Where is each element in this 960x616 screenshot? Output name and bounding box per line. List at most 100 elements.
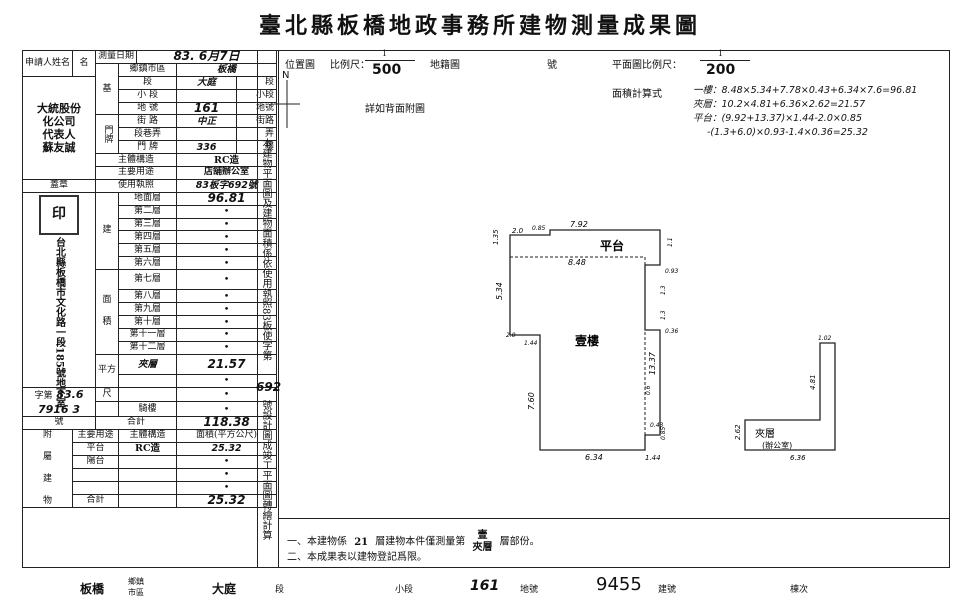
dim-tl2: 0.85 xyxy=(532,225,546,232)
base-label: 基 xyxy=(95,62,120,116)
street-value: 中正 xyxy=(176,114,238,129)
applicant-name-line: 大統股份 xyxy=(37,101,81,115)
note-1-floor-1: 壹 xyxy=(477,530,488,541)
floor-plan-scale-num: 1 xyxy=(718,49,724,58)
applicant-name-line: 代表人 xyxy=(42,127,76,141)
location-scale-line xyxy=(365,60,415,61)
application-word-label: 字第 xyxy=(34,390,53,401)
address-cell: 印 台北縣板橋市文化路一段185號地下室 xyxy=(21,191,97,408)
building-info-table: 申請人姓名 名 測量日期 83. 6月7日 基 鄉鎮市區 板橋 大統股份 化公司… xyxy=(21,50,278,508)
dim-tl: 2.0 xyxy=(512,227,524,235)
appendix-use: 陽台 xyxy=(72,454,120,469)
door-no-value: 336 xyxy=(176,140,238,155)
middle-column-text-2: 號設計圖成竣工平面圖轉繪計算 xyxy=(260,400,271,540)
floor-label: 第四層 xyxy=(118,230,178,245)
notes-divider xyxy=(278,518,950,519)
floor-label xyxy=(118,373,178,388)
application-mid: 3 xyxy=(72,402,81,416)
section-label: 段 xyxy=(118,75,178,90)
dim-mz-right: 4.81 xyxy=(809,374,817,390)
floor-plan-drawing: 平台 壹樓 7.92 8.48 2.0 0.85 1.35 5.34 2.0 1… xyxy=(492,220,836,462)
floor-label: 第五層 xyxy=(118,243,178,258)
applicant-seal: 印 xyxy=(39,194,79,235)
floor-label: 第六層 xyxy=(118,256,178,271)
appendix-total-structure xyxy=(118,493,178,508)
ground-floor-area: 96.81 xyxy=(176,191,278,206)
floor-plan-scale-line xyxy=(700,60,750,61)
appendix-structure xyxy=(118,480,178,495)
footer-building-no: 9455 xyxy=(596,574,642,595)
note-1-b: 層建物本件僅測量第 xyxy=(375,536,466,548)
sqm-label: 平方 xyxy=(95,353,120,388)
north-label: N xyxy=(282,70,290,81)
location-scale-value: 500 xyxy=(372,62,402,78)
see-back-note: 詳如背面附圖 xyxy=(365,104,425,115)
application-word-no: 7916 xyxy=(37,402,69,416)
dim-r8: 0.43 xyxy=(650,422,664,429)
appendix-total-area: 25.32 xyxy=(176,493,278,508)
appendix-use: 平台 xyxy=(72,441,120,456)
column-divider xyxy=(278,50,279,568)
meter-label-2 xyxy=(95,401,120,417)
first-floor-outline xyxy=(509,229,661,451)
dim-r1: 0.93 xyxy=(665,268,679,275)
north-arrow-icon xyxy=(274,80,300,128)
area-calc-line: 一樓：8.48×5.34+7.78×0.43+6.34×7.6=96.81 xyxy=(693,85,918,96)
cadastral-no-label: 號 xyxy=(547,60,557,71)
applicant-name-value: 大統股份 化公司 代表人 蘇友誠 xyxy=(21,75,97,180)
dim-r7: 2.0 xyxy=(506,332,516,339)
appendix-header-use: 主要用途 xyxy=(72,428,120,443)
dim-r3: 1.3 xyxy=(660,310,667,320)
door-label: 門牌 xyxy=(95,114,120,155)
dim-top: 7.92 xyxy=(570,220,588,229)
application-no: 字第 83.6 7916 3 xyxy=(21,386,97,417)
land-no-value: 161 xyxy=(176,101,238,116)
street-label: 街 路 xyxy=(118,114,178,129)
area-calc-line: -(1.3+6.0)×0.93-1.4×0.36=25.32 xyxy=(707,127,868,138)
location-scale-num: 1 xyxy=(382,49,388,58)
area-calc-line: 平台：(9.92+13.37)×1.44-2.0×0.85 xyxy=(693,113,862,124)
floor-label: 第三層 xyxy=(118,217,178,232)
floor-label: 第十一層 xyxy=(118,327,178,342)
appendix-structure xyxy=(118,454,178,469)
appendix-total-label: 合計 xyxy=(72,493,120,508)
footer-land-no: 161 xyxy=(470,578,500,594)
floor-plan-scale-label: 平面圖比例尺： xyxy=(612,60,682,71)
mezzanine-label: 夾層 xyxy=(755,428,775,440)
floor-label: 第七層 xyxy=(118,269,178,291)
floor-label-mezzanine: 夾層 xyxy=(118,353,178,375)
floor-label: 第十二層 xyxy=(118,340,178,355)
lane-label: 段巷弄 xyxy=(118,127,178,142)
floor-label: 地面層 xyxy=(118,191,178,206)
footer-township-label-1: 鄉鎮 xyxy=(128,577,144,586)
appendix-structure: RC造 xyxy=(118,441,178,456)
township-label: 鄉鎮市區 xyxy=(118,62,178,77)
application-no-label: 號 xyxy=(21,415,97,430)
mezzanine-outline xyxy=(744,342,836,451)
usage-label: 主要用途 xyxy=(95,166,178,180)
door-no-label: 門 牌 xyxy=(118,140,178,155)
dim-left: 5.34 xyxy=(495,282,504,300)
dim-mz-left: 2.62 xyxy=(734,424,742,440)
note-2: 二、本成果表以建物登記爲限。 xyxy=(287,552,427,563)
floor-area: • xyxy=(176,373,278,388)
dim-lt: 1.35 xyxy=(492,229,500,245)
location-scale-label: 比例尺： xyxy=(330,60,370,71)
survey-date-value: 83. 6月7日 xyxy=(136,50,278,64)
application-no-value: 83.6 xyxy=(56,387,84,401)
applicant-name-line: 蘇友誠 xyxy=(42,140,76,154)
license-label: 使用執照 xyxy=(95,178,178,193)
document-title: 臺北縣板橋地政事務所建物測量成果圖 xyxy=(258,13,701,39)
middle-column-text-1: 本建物平面圖及建物面積係依使用執照83板使字第 xyxy=(260,138,271,361)
township-value: 板橋 xyxy=(176,62,278,77)
land-no-label: 地 號 xyxy=(118,101,178,116)
footer-township-label-2: 市區 xyxy=(128,588,144,597)
total-label: 合計 xyxy=(95,415,178,430)
mezzanine-sub: (辦公室) xyxy=(762,440,792,450)
dim-r2: 1.3 xyxy=(660,285,667,295)
arcade-label: 騎樓 xyxy=(118,401,178,417)
area-calc-label: 面積計算式 xyxy=(612,89,662,100)
dim-right: 13.37 xyxy=(648,351,657,375)
dim-mz-bottom: 6.36 xyxy=(790,454,806,462)
area-label: 面積 xyxy=(95,269,120,355)
